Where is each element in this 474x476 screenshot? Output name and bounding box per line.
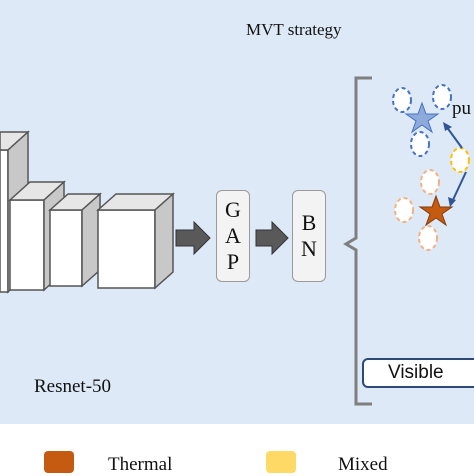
gap-letter: G: [225, 197, 241, 222]
embedding-bracket: [343, 76, 372, 406]
gap-letter: A: [225, 223, 241, 248]
gap-letter: P: [226, 249, 240, 274]
thermal-feature-point: [418, 225, 438, 251]
visible-feature-point: [392, 87, 412, 113]
gap-module: G A P: [216, 190, 250, 282]
thermal-center-star: [418, 194, 454, 227]
resnet-block-4: [96, 192, 175, 290]
thermal-legend-label: Thermal: [108, 454, 173, 475]
resnet-block-3: [48, 192, 102, 288]
thermal-legend-swatch: [44, 451, 74, 473]
visible-label: Visible: [388, 362, 444, 383]
mixed-feature-point: [450, 147, 470, 173]
arrow-to-gap: [175, 220, 211, 256]
thermal-feature-point: [394, 197, 414, 223]
mixed-legend-swatch: [266, 451, 296, 473]
bn-letter: B: [301, 210, 317, 235]
visible-feature-point: [410, 131, 430, 157]
bn-module: B N: [292, 190, 326, 282]
visible-label-box: Visible: [362, 358, 474, 388]
embedding-space: [392, 84, 470, 251]
bn-letter: N: [301, 236, 317, 261]
thermal-feature-point: [420, 169, 440, 195]
backbone-label: Resnet-50: [34, 376, 112, 397]
pull-arrow: [451, 171, 467, 203]
pull-label: pu: [452, 98, 471, 119]
pull-arrow: [445, 125, 463, 149]
visible-center-star: [404, 101, 440, 134]
arrow-to-bn: [255, 220, 289, 256]
visible-feature-point: [432, 84, 452, 110]
diagram-title: MVT strategy: [246, 20, 342, 39]
mixed-legend-label: Mixed: [338, 454, 388, 475]
